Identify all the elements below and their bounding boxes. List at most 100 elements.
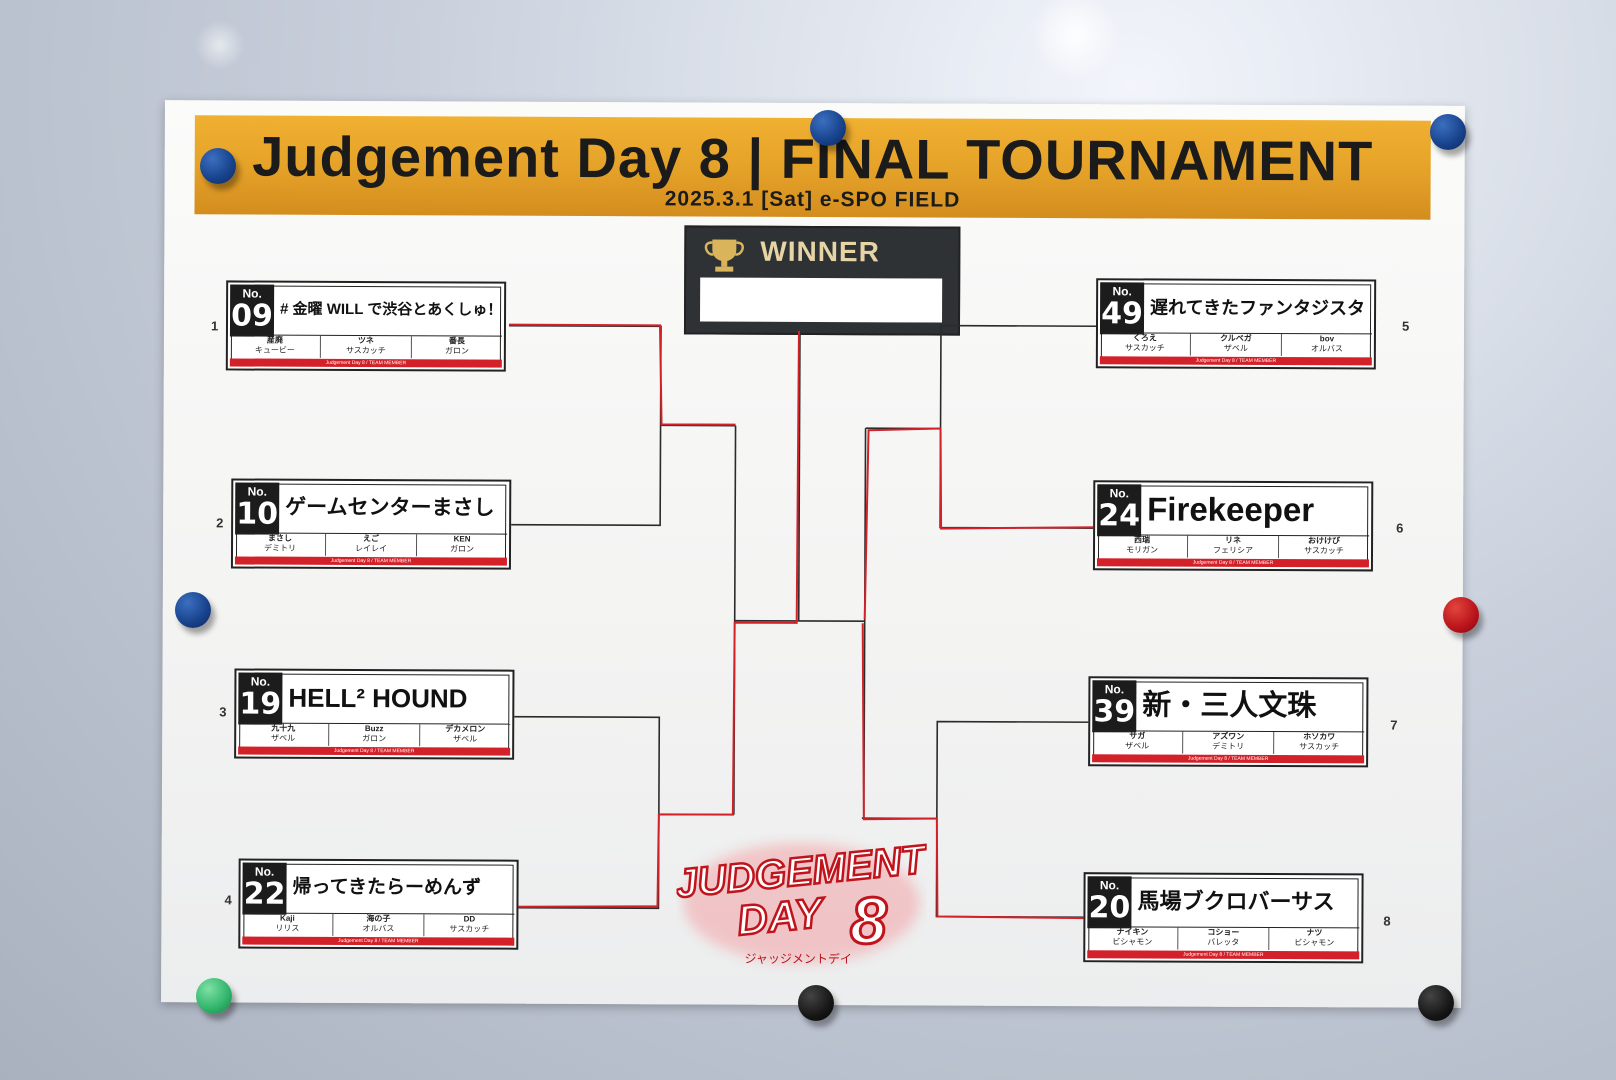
- seed-number: 6: [1396, 520, 1404, 536]
- team-number: 19: [239, 686, 282, 722]
- character-name: デミトリ: [264, 543, 297, 553]
- winner-path-marker: [508, 323, 736, 426]
- character-name: ザベル: [271, 733, 296, 743]
- bracket-line: [797, 330, 801, 621]
- card-footer-label: Judgement Day 8 / TEAM MEMBER: [1096, 558, 1369, 568]
- character-name: ビシャモン: [1294, 938, 1335, 948]
- character-name: ガロン: [362, 734, 387, 744]
- logo-kana: ジャッジメントデイ: [744, 951, 851, 966]
- character-name: オルバス: [1310, 344, 1343, 354]
- player-name: クルベガ: [1220, 333, 1252, 343]
- character-name: リリス: [275, 923, 300, 933]
- character-name: サスカッチ: [1299, 742, 1340, 752]
- winner-path-marker: [513, 330, 800, 908]
- team-number: 22: [243, 876, 286, 912]
- team-name: 馬場ブクロバーサス: [1137, 888, 1335, 915]
- character-name: サスカッチ: [449, 924, 490, 934]
- black-magnet: [798, 985, 834, 1021]
- player-name: 西瑞: [1134, 535, 1151, 545]
- bracket-lines: [507, 323, 1099, 920]
- seed-number: 7: [1390, 717, 1398, 733]
- red-magnet: [1443, 597, 1479, 633]
- team-card: No.24 Firekeeper 西瑞モリガン リネフェリシア おけけびサスカッ…: [1092, 480, 1374, 572]
- player-name: 番長: [448, 336, 465, 346]
- card-footer-label: Judgement Day 8 / TEAM MEMBER: [1099, 356, 1372, 366]
- team-name: HELL² HOUND: [288, 682, 468, 714]
- player-name: ナイキン: [1116, 927, 1149, 937]
- character-name: ザベル: [453, 734, 478, 744]
- seed-number: 4: [224, 892, 232, 908]
- tournament-poster: Judgement Day 8 | FINAL TOURNAMENT 2025.…: [161, 100, 1465, 1008]
- character-name: サスカッチ: [345, 345, 386, 356]
- player-name: リネ: [1225, 535, 1242, 545]
- team-number: 20: [1088, 890, 1131, 926]
- winner-box: WINNER: [683, 225, 961, 336]
- character-name: バレッタ: [1207, 937, 1240, 947]
- team-card: No.39 新・三人文珠 サガザベル アズワンデミトリ ホソカワサスカッチ Ju…: [1088, 676, 1369, 768]
- card-footer-label: Judgement Day 8 / TEAM MEMBER: [1092, 754, 1365, 764]
- player-name: アズワン: [1212, 731, 1245, 741]
- character-name: レイレイ: [355, 544, 388, 554]
- light-glare: [1030, 0, 1120, 80]
- logo-number: 8: [850, 883, 887, 957]
- team-number: 49: [1101, 296, 1144, 332]
- character-name: キュービー: [254, 345, 295, 355]
- character-name: フェリシア: [1213, 545, 1254, 555]
- seed-number: 5: [1401, 318, 1410, 334]
- player-name: まさし: [268, 533, 293, 543]
- player-name: ホソカワ: [1303, 732, 1336, 742]
- logo-text-day: DAY: [735, 888, 829, 944]
- team-number: 39: [1093, 694, 1136, 730]
- winner-path-marker: [863, 427, 1099, 620]
- team-name: 遅れてきたファンタジスタ: [1150, 297, 1366, 319]
- seed-number: 2: [216, 515, 224, 531]
- character-name: ガロン: [444, 346, 469, 356]
- team-name: ゲームセンターまさし: [285, 495, 495, 520]
- team-name: 新・三人文珠: [1142, 689, 1317, 723]
- seed-number: 1: [210, 318, 219, 334]
- card-footer-label: Judgement Day 8 / TEAM MEMBER: [234, 556, 507, 566]
- player-name: デカメロン: [445, 724, 486, 734]
- team-card: No.20 馬場ブクロバーサス ナイキンビシャモン コショーバレッタ ナツビシャ…: [1083, 872, 1364, 964]
- character-name: ザベル: [1223, 343, 1248, 353]
- winner-path-marker: [861, 623, 1097, 920]
- player-name: コショー: [1207, 927, 1240, 937]
- card-footer-label: Judgement Day 8 / TEAM MEMBER: [242, 936, 515, 946]
- character-name: ザベル: [1125, 741, 1150, 751]
- green-magnet: [196, 978, 232, 1014]
- team-number: 09: [231, 298, 273, 334]
- team-number: 24: [1098, 498, 1141, 534]
- character-name: サスカッチ: [1124, 343, 1165, 353]
- character-name: サスカッチ: [1304, 546, 1344, 556]
- team-number: 10: [236, 496, 279, 532]
- player-name: えご: [363, 534, 380, 544]
- team-name: 帰ってきたらーめんず: [292, 876, 482, 899]
- player-name: 海の子: [366, 914, 391, 924]
- player-name: Kaji: [280, 913, 295, 923]
- character-name: オルバス: [362, 924, 395, 934]
- card-footer-label: Judgement Day 8 / TEAM MEMBER: [238, 746, 511, 756]
- team-card: No.09 # 金曜 WILL で渋谷とあくしゅ！ 産廃キュービー ツネサスカッ…: [225, 280, 507, 372]
- character-name: ガロン: [449, 544, 475, 554]
- blue-magnet: [810, 110, 846, 146]
- blue-magnet: [200, 148, 236, 184]
- bracket-line: [939, 324, 1099, 530]
- player-name: DD: [463, 914, 476, 924]
- team-name: Firekeeper: [1147, 490, 1315, 529]
- seed-number: 8: [1383, 913, 1391, 929]
- character-name: モリガン: [1126, 545, 1159, 555]
- player-name: 九十九: [271, 723, 296, 733]
- seed-number: 3: [219, 704, 227, 720]
- black-magnet: [1418, 985, 1454, 1021]
- light-glare: [195, 20, 245, 70]
- character-name: ビシャモン: [1112, 937, 1153, 947]
- trophy-icon: [704, 239, 744, 272]
- player-name: サガ: [1129, 731, 1146, 741]
- player-name: bov: [1319, 334, 1335, 344]
- player-name: KEN: [453, 534, 471, 544]
- card-footer-label: Judgement Day 8 / TEAM MEMBER: [229, 358, 502, 368]
